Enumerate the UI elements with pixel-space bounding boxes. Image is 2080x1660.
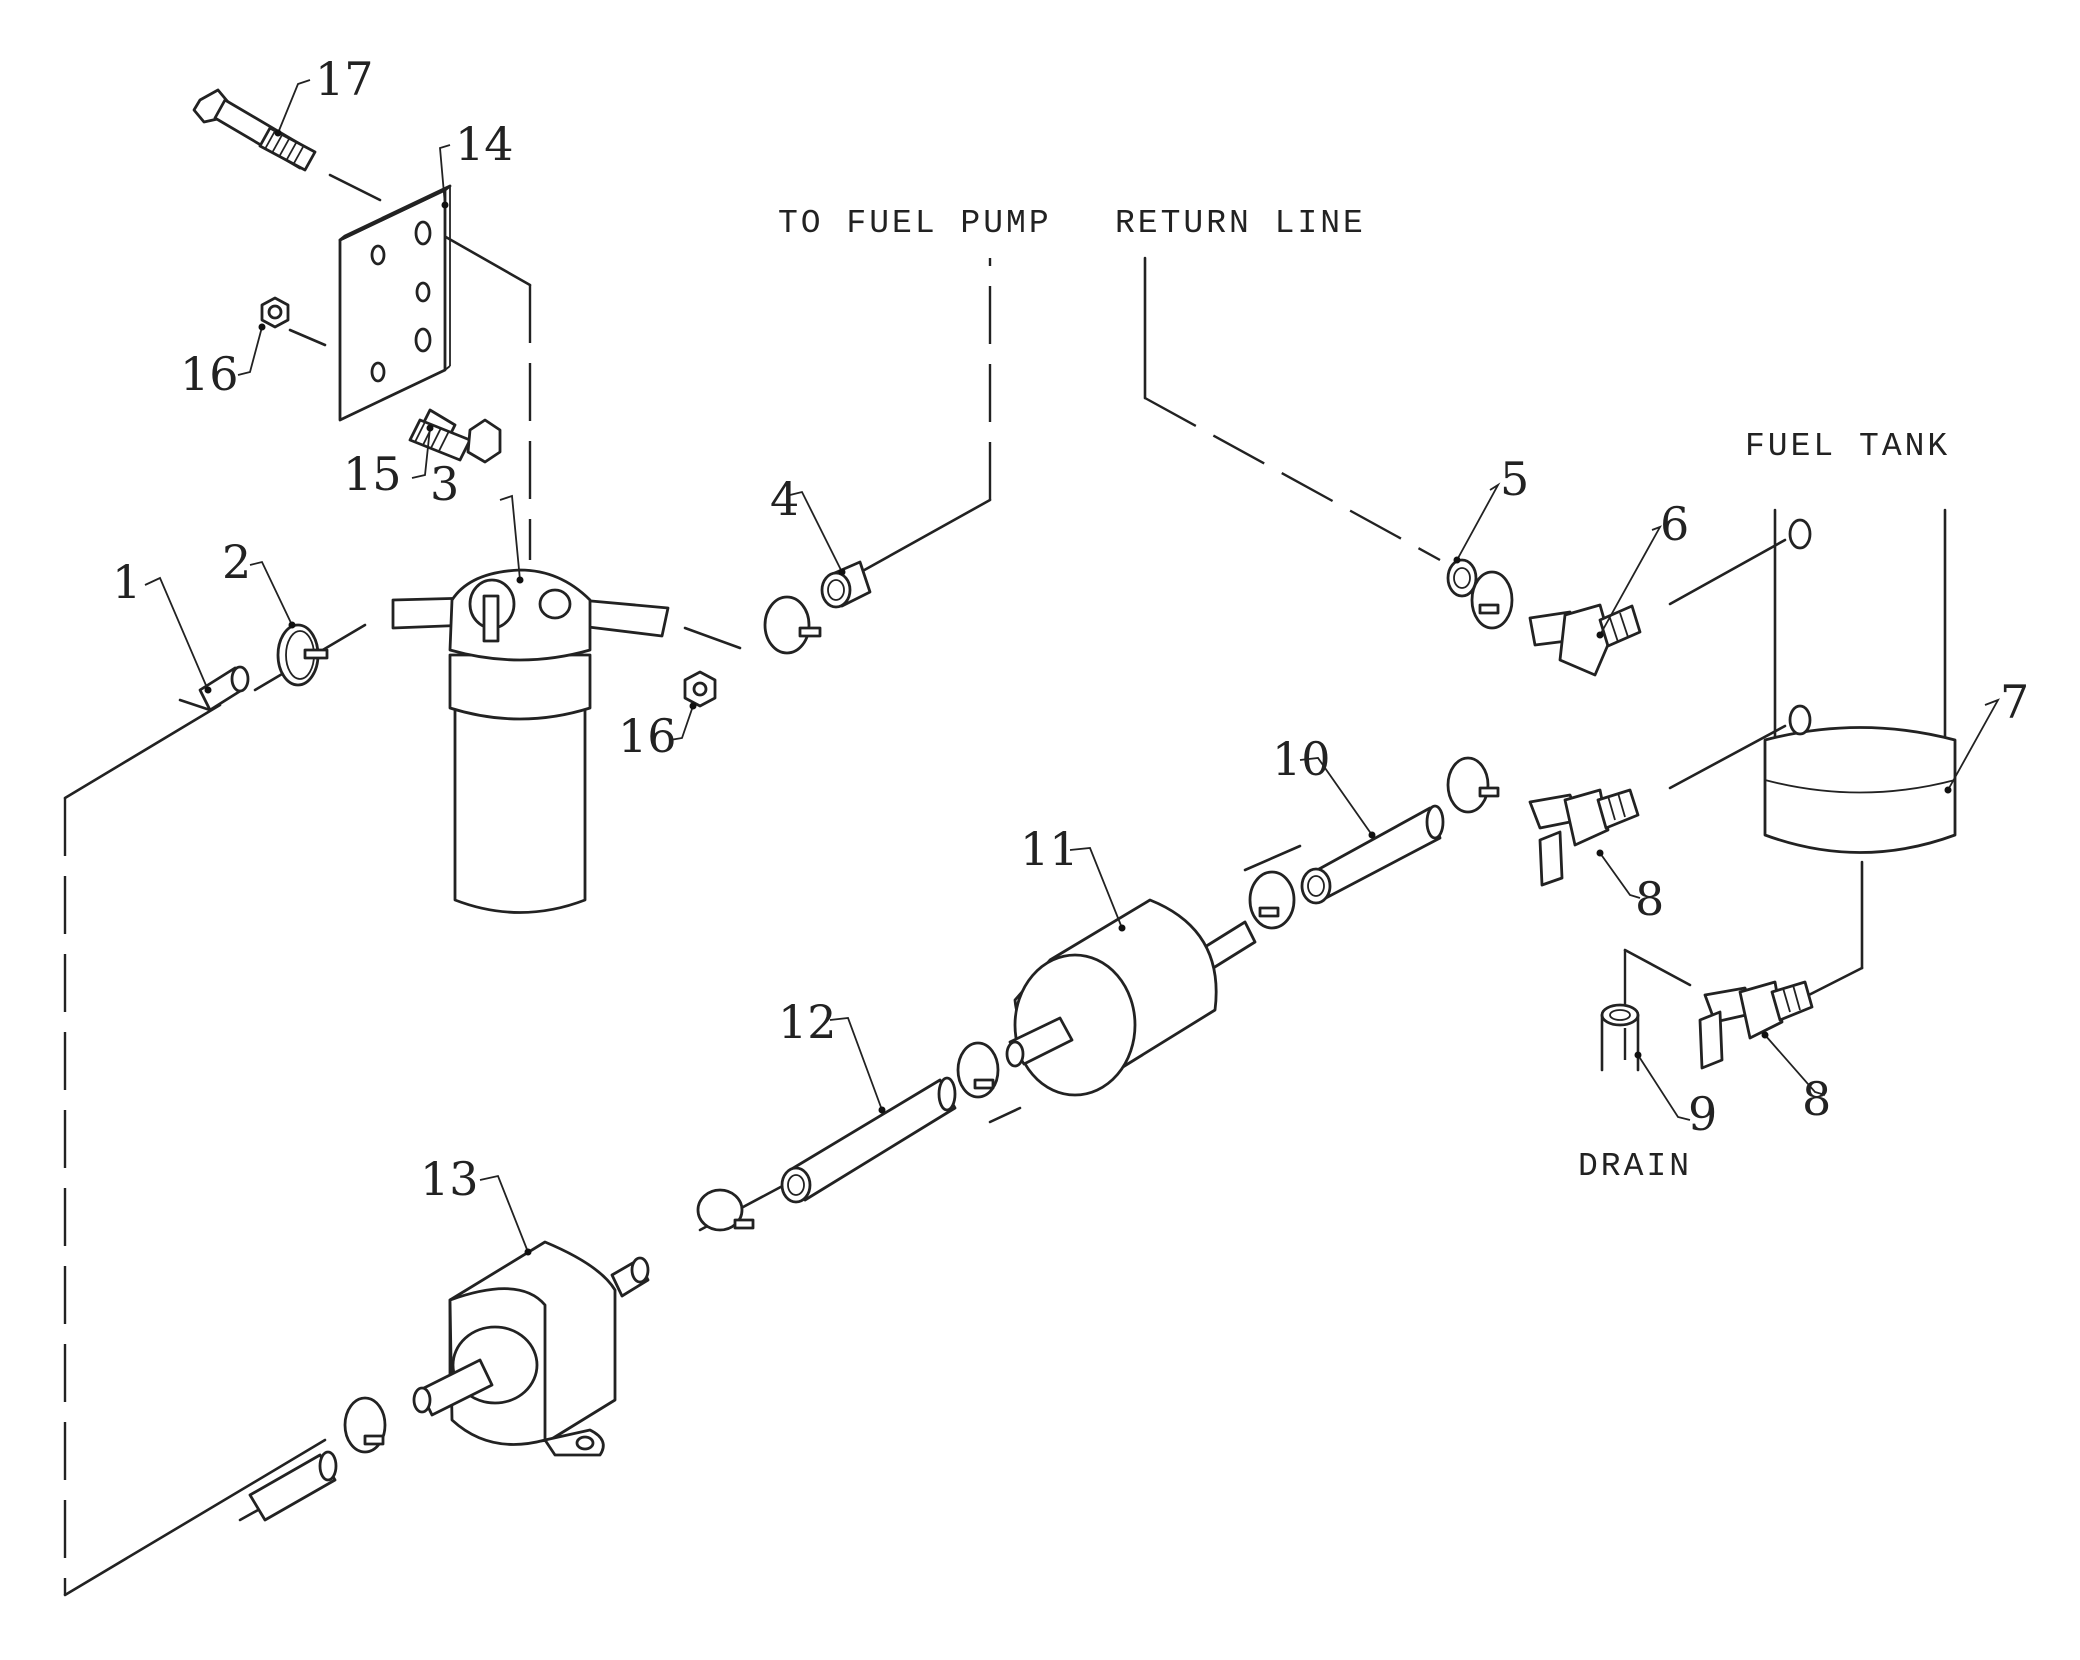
- part-number-4: 4: [770, 472, 799, 526]
- part-number-7: 7: [2000, 675, 2029, 729]
- part-number-10: 10: [1272, 732, 1331, 786]
- hose-4: [763, 560, 872, 655]
- leader-dots: [204, 129, 1952, 1256]
- bolt-15: [408, 408, 502, 464]
- clamp-2: [276, 623, 329, 687]
- part-number-17: 17: [315, 52, 374, 106]
- part-number-5: 5: [1500, 452, 1529, 506]
- part-number-8-upper: 8: [1635, 872, 1664, 926]
- mounting-bracket-14: [338, 184, 452, 422]
- hose-10: [1248, 756, 1500, 930]
- part-number-14: 14: [455, 117, 514, 171]
- part-number-9: 9: [1688, 1087, 1717, 1141]
- connection-lines: [63, 173, 1864, 1597]
- fuel-pump-13: [412, 1240, 650, 1457]
- part-number-16-filter: 16: [618, 709, 677, 763]
- bolt-17: [192, 88, 317, 172]
- label-fuel-tank: FUEL TANK: [1745, 428, 1950, 465]
- number-leaders: [144, 79, 2000, 1253]
- part-number-13: 13: [420, 1152, 479, 1206]
- part-number-1: 1: [112, 555, 141, 609]
- fuel-filter-3: [391, 568, 670, 914]
- hose-1: [178, 665, 250, 712]
- label-drain: DRAIN: [1578, 1148, 1692, 1185]
- part-number-12: 12: [778, 995, 837, 1049]
- nut-16-top: [260, 296, 290, 329]
- label-return-line: RETURN LINE: [1115, 205, 1366, 242]
- fuel-tank-7: [1763, 508, 1957, 854]
- part-number-2: 2: [222, 535, 251, 589]
- nut-16-filter: [683, 670, 717, 708]
- part-number-15: 15: [343, 447, 402, 501]
- part-number-16-top: 16: [180, 347, 239, 401]
- hose-12: [696, 1041, 1000, 1232]
- drain-valve-8-upper: [1528, 788, 1640, 887]
- inline-filter-11: [1005, 898, 1257, 1097]
- part-number-11: 11: [1020, 822, 1079, 876]
- part-number-8-lower: 8: [1802, 1072, 1831, 1126]
- label-to-fuel-pump: TO FUEL PUMP: [778, 205, 1052, 242]
- hose-pump-inlet: [248, 1396, 387, 1522]
- part-number-3: 3: [430, 457, 459, 511]
- hose-5: [1446, 558, 1514, 630]
- drain-valve-8-lower: [1698, 980, 1814, 1070]
- elbow-fitting-6: [1528, 603, 1642, 677]
- drain-tube-9: [1600, 1003, 1640, 1072]
- part-number-6: 6: [1660, 497, 1689, 551]
